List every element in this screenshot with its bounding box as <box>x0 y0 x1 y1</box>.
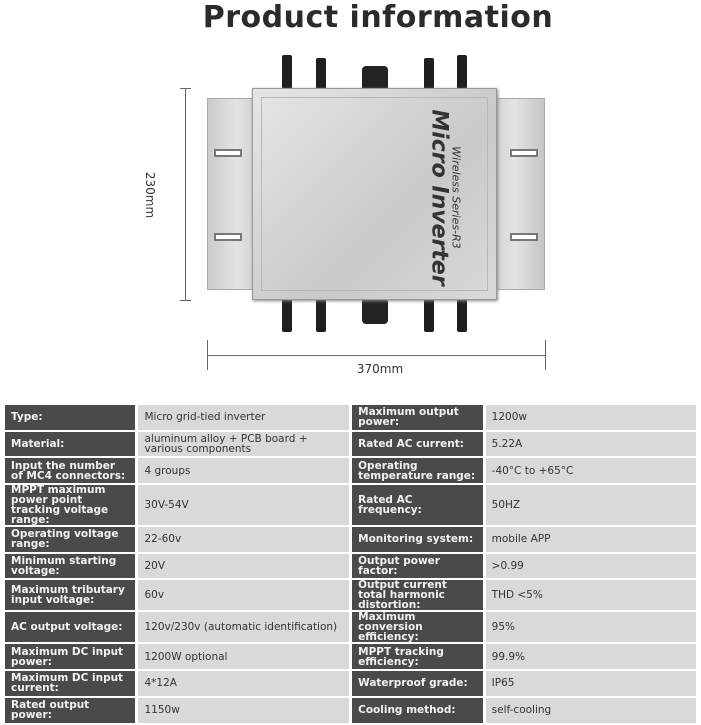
dimension-tick <box>180 88 191 89</box>
spec-value: 60v <box>138 580 350 611</box>
spec-value: 20V <box>138 553 350 579</box>
spec-label: MPPT tracking efficiency: <box>352 644 483 670</box>
dimension-tick <box>545 340 546 370</box>
spec-value: 30V-54V <box>138 485 350 526</box>
spec-value: 22-60v <box>138 527 350 552</box>
spec-label: Input the number of MC4 connectors: <box>5 458 136 484</box>
spec-label: Output power factor: <box>352 553 483 579</box>
spec-label: Operating voltage range: <box>5 527 136 552</box>
table-row: Material:aluminum alloy + PCB board + va… <box>5 431 696 457</box>
page-title: Product information <box>202 0 554 35</box>
spec-label: Minimum starting voltage: <box>5 553 136 579</box>
spec-label: Maximum output power: <box>352 405 483 430</box>
spec-value: 1150w <box>138 697 350 723</box>
spec-value: 4*12A <box>138 671 350 696</box>
table-row: MPPT maximum power point tracking voltag… <box>5 485 696 525</box>
spec-value: self-cooling <box>485 697 696 723</box>
spec-label: Maximum DC input current: <box>5 671 136 696</box>
spec-label: AC output voltage: <box>5 612 136 643</box>
spec-label: MPPT maximum power point tracking voltag… <box>5 485 136 525</box>
spec-value: 95% <box>485 612 696 643</box>
spec-value: Micro grid-tied inverter <box>138 405 350 430</box>
spec-label: Maximum conversion efficiency: <box>352 612 483 643</box>
table-row: AC output voltage:120v/230v (automatic i… <box>5 612 696 643</box>
spec-label: Type: <box>5 405 136 430</box>
product-name: Micro Inverter <box>426 109 452 286</box>
spec-value: -40°C to +65°C <box>485 458 696 484</box>
spec-label: Maximum DC input power: <box>5 644 136 670</box>
spec-label: Waterproof grade: <box>352 671 483 696</box>
width-dimension-line <box>207 355 545 356</box>
spec-label: Monitoring system: <box>352 527 483 552</box>
spec-value: aluminum alloy + PCB board + various com… <box>138 431 350 457</box>
spec-value: 120v/230v (automatic identification) <box>138 612 350 643</box>
spec-label: Material: <box>5 431 136 457</box>
spec-label: Cooling method: <box>352 697 483 723</box>
spec-label: Rated output power: <box>5 697 136 723</box>
spec-value: mobile APP <box>485 527 696 552</box>
spec-label: Output current total harmonic distortion… <box>352 580 483 611</box>
spec-value: THD <5% <box>485 580 696 611</box>
product-branding: Wireless Series-R3 Micro Inverter <box>426 98 463 298</box>
spec-label: Rated AC frequency: <box>352 485 483 526</box>
spec-label: Rated AC current: <box>352 431 483 457</box>
spec-value: 50HZ <box>485 485 696 526</box>
dimension-tick <box>180 300 191 301</box>
spec-value: 5.22A <box>485 431 696 457</box>
spec-value: 1200W optional <box>138 644 350 670</box>
spec-value: IP65 <box>485 671 696 696</box>
spec-value: 4 groups <box>138 458 350 484</box>
spec-value: >0.99 <box>485 553 696 579</box>
spec-label: Operating temperature range: <box>352 458 483 484</box>
spec-label: Maximum tributary input voltage: <box>5 580 136 611</box>
height-dimension-line <box>185 88 186 300</box>
spec-value: 99.9% <box>485 644 696 670</box>
table-row: Input the number of MC4 connectors:4 gro… <box>5 458 696 484</box>
spec-value: 1200w <box>485 405 696 430</box>
inverter-body <box>252 88 497 300</box>
dimension-tick <box>207 340 208 370</box>
width-dimension-label: 370mm <box>356 362 404 376</box>
height-dimension-label: 230mm <box>143 171 157 219</box>
